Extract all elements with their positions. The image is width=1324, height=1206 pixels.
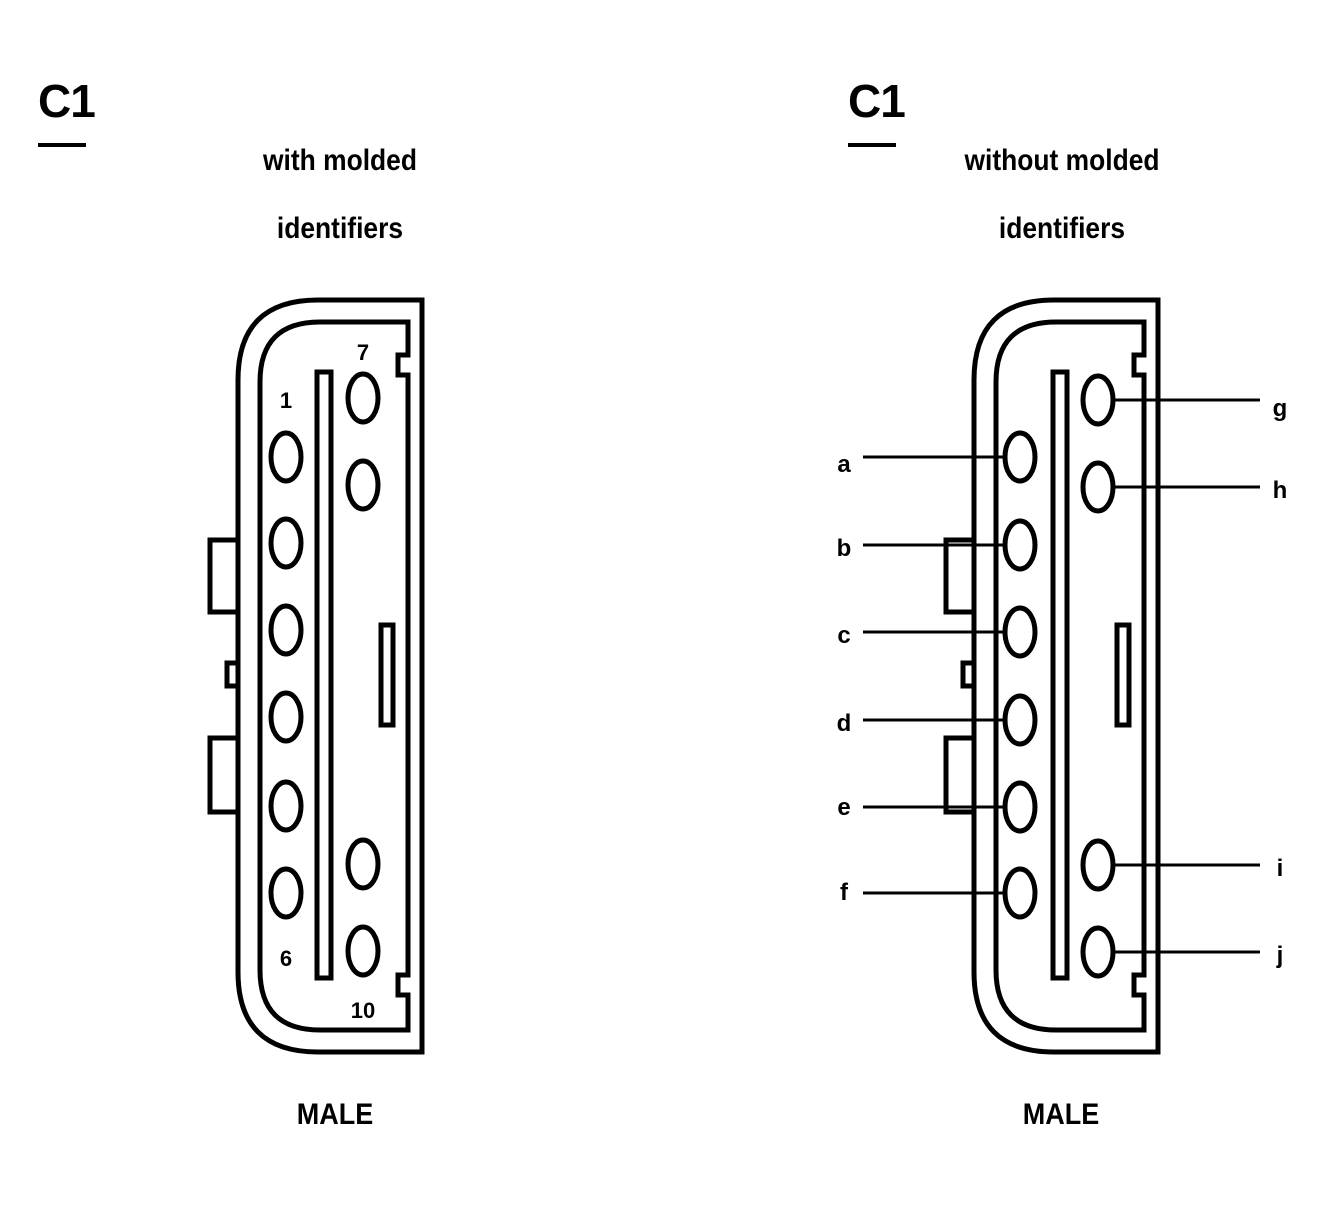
pin-cavity <box>1080 838 1116 892</box>
pin-number-7: 7 <box>357 340 369 365</box>
pin-number-6: 6 <box>280 946 292 971</box>
pin-cavity <box>345 458 381 512</box>
pin-cavity <box>345 371 381 425</box>
pin-cavity <box>268 603 304 657</box>
connector-outer-shell <box>235 297 425 1055</box>
callout-label-c: c <box>837 622 850 649</box>
callout-label-i: i <box>1277 855 1284 882</box>
subtitle-line-1: with molded <box>263 144 417 177</box>
lock-key <box>960 660 977 689</box>
callout-label-g: g <box>1273 395 1288 422</box>
connector-panel-with-identifiers: C1 with molded identifiers <box>38 75 425 1131</box>
lock-tab-lower <box>943 735 974 815</box>
gender-caption: MALE <box>1022 1098 1100 1131</box>
callout-label-b: b <box>837 535 852 562</box>
pin-cavity <box>1080 460 1116 514</box>
callout-label-a: a <box>837 451 851 478</box>
callout-label-d: d <box>837 710 852 737</box>
lock-tab-upper <box>943 537 974 615</box>
callout-label-j: j <box>1276 942 1284 969</box>
connector-title: C1 <box>38 75 96 127</box>
center-rib <box>314 369 334 981</box>
lock-key <box>224 660 241 689</box>
pin-cavity <box>345 924 381 978</box>
title-underline <box>848 143 896 147</box>
connector-panel-without-identifiers: C1 without molded identifiers <box>662 0 1324 1206</box>
connector-drawing: a b c d e f g h i j <box>837 297 1288 1055</box>
connector-inner-wall <box>993 319 1147 1033</box>
lock-tab-lower <box>207 735 238 815</box>
subtitle-line-1: without molded <box>964 144 1160 177</box>
pin-cavity <box>1080 925 1116 979</box>
title-underline <box>38 143 86 147</box>
pin-cavity <box>268 779 304 833</box>
pin-cavity <box>268 690 304 744</box>
subtitle-line-2: identifiers <box>276 212 404 245</box>
pin-cavity <box>1080 373 1116 427</box>
pin-cavity <box>268 430 304 484</box>
pin-cavity <box>1002 518 1038 572</box>
pin-cavity <box>268 516 304 570</box>
pin-cavity <box>1002 693 1038 747</box>
pin-cavity <box>1002 866 1038 920</box>
callout-label-h: h <box>1273 477 1288 504</box>
connector-drawing: 1 6 7 10 <box>207 297 425 1055</box>
gender-caption: MALE <box>296 1098 374 1131</box>
pin-number-1: 1 <box>280 388 292 413</box>
callout-label-e: e <box>837 794 850 821</box>
connector-title: C1 <box>848 75 906 127</box>
pin-cavity <box>1002 605 1038 659</box>
pin-cavity <box>1002 430 1038 484</box>
callout-label-f: f <box>840 879 849 906</box>
pin-cavity <box>268 866 304 920</box>
polarizing-key <box>378 622 396 728</box>
subtitle-line-2: identifiers <box>998 212 1126 245</box>
polarizing-key <box>1114 622 1132 728</box>
pin-number-10: 10 <box>351 998 375 1023</box>
lock-tab-upper <box>207 537 238 615</box>
connector-inner-wall <box>257 319 411 1033</box>
pin-cavity <box>1002 780 1038 834</box>
connector-outer-shell <box>971 297 1161 1055</box>
center-rib <box>1050 369 1070 981</box>
pin-cavity <box>345 837 381 891</box>
